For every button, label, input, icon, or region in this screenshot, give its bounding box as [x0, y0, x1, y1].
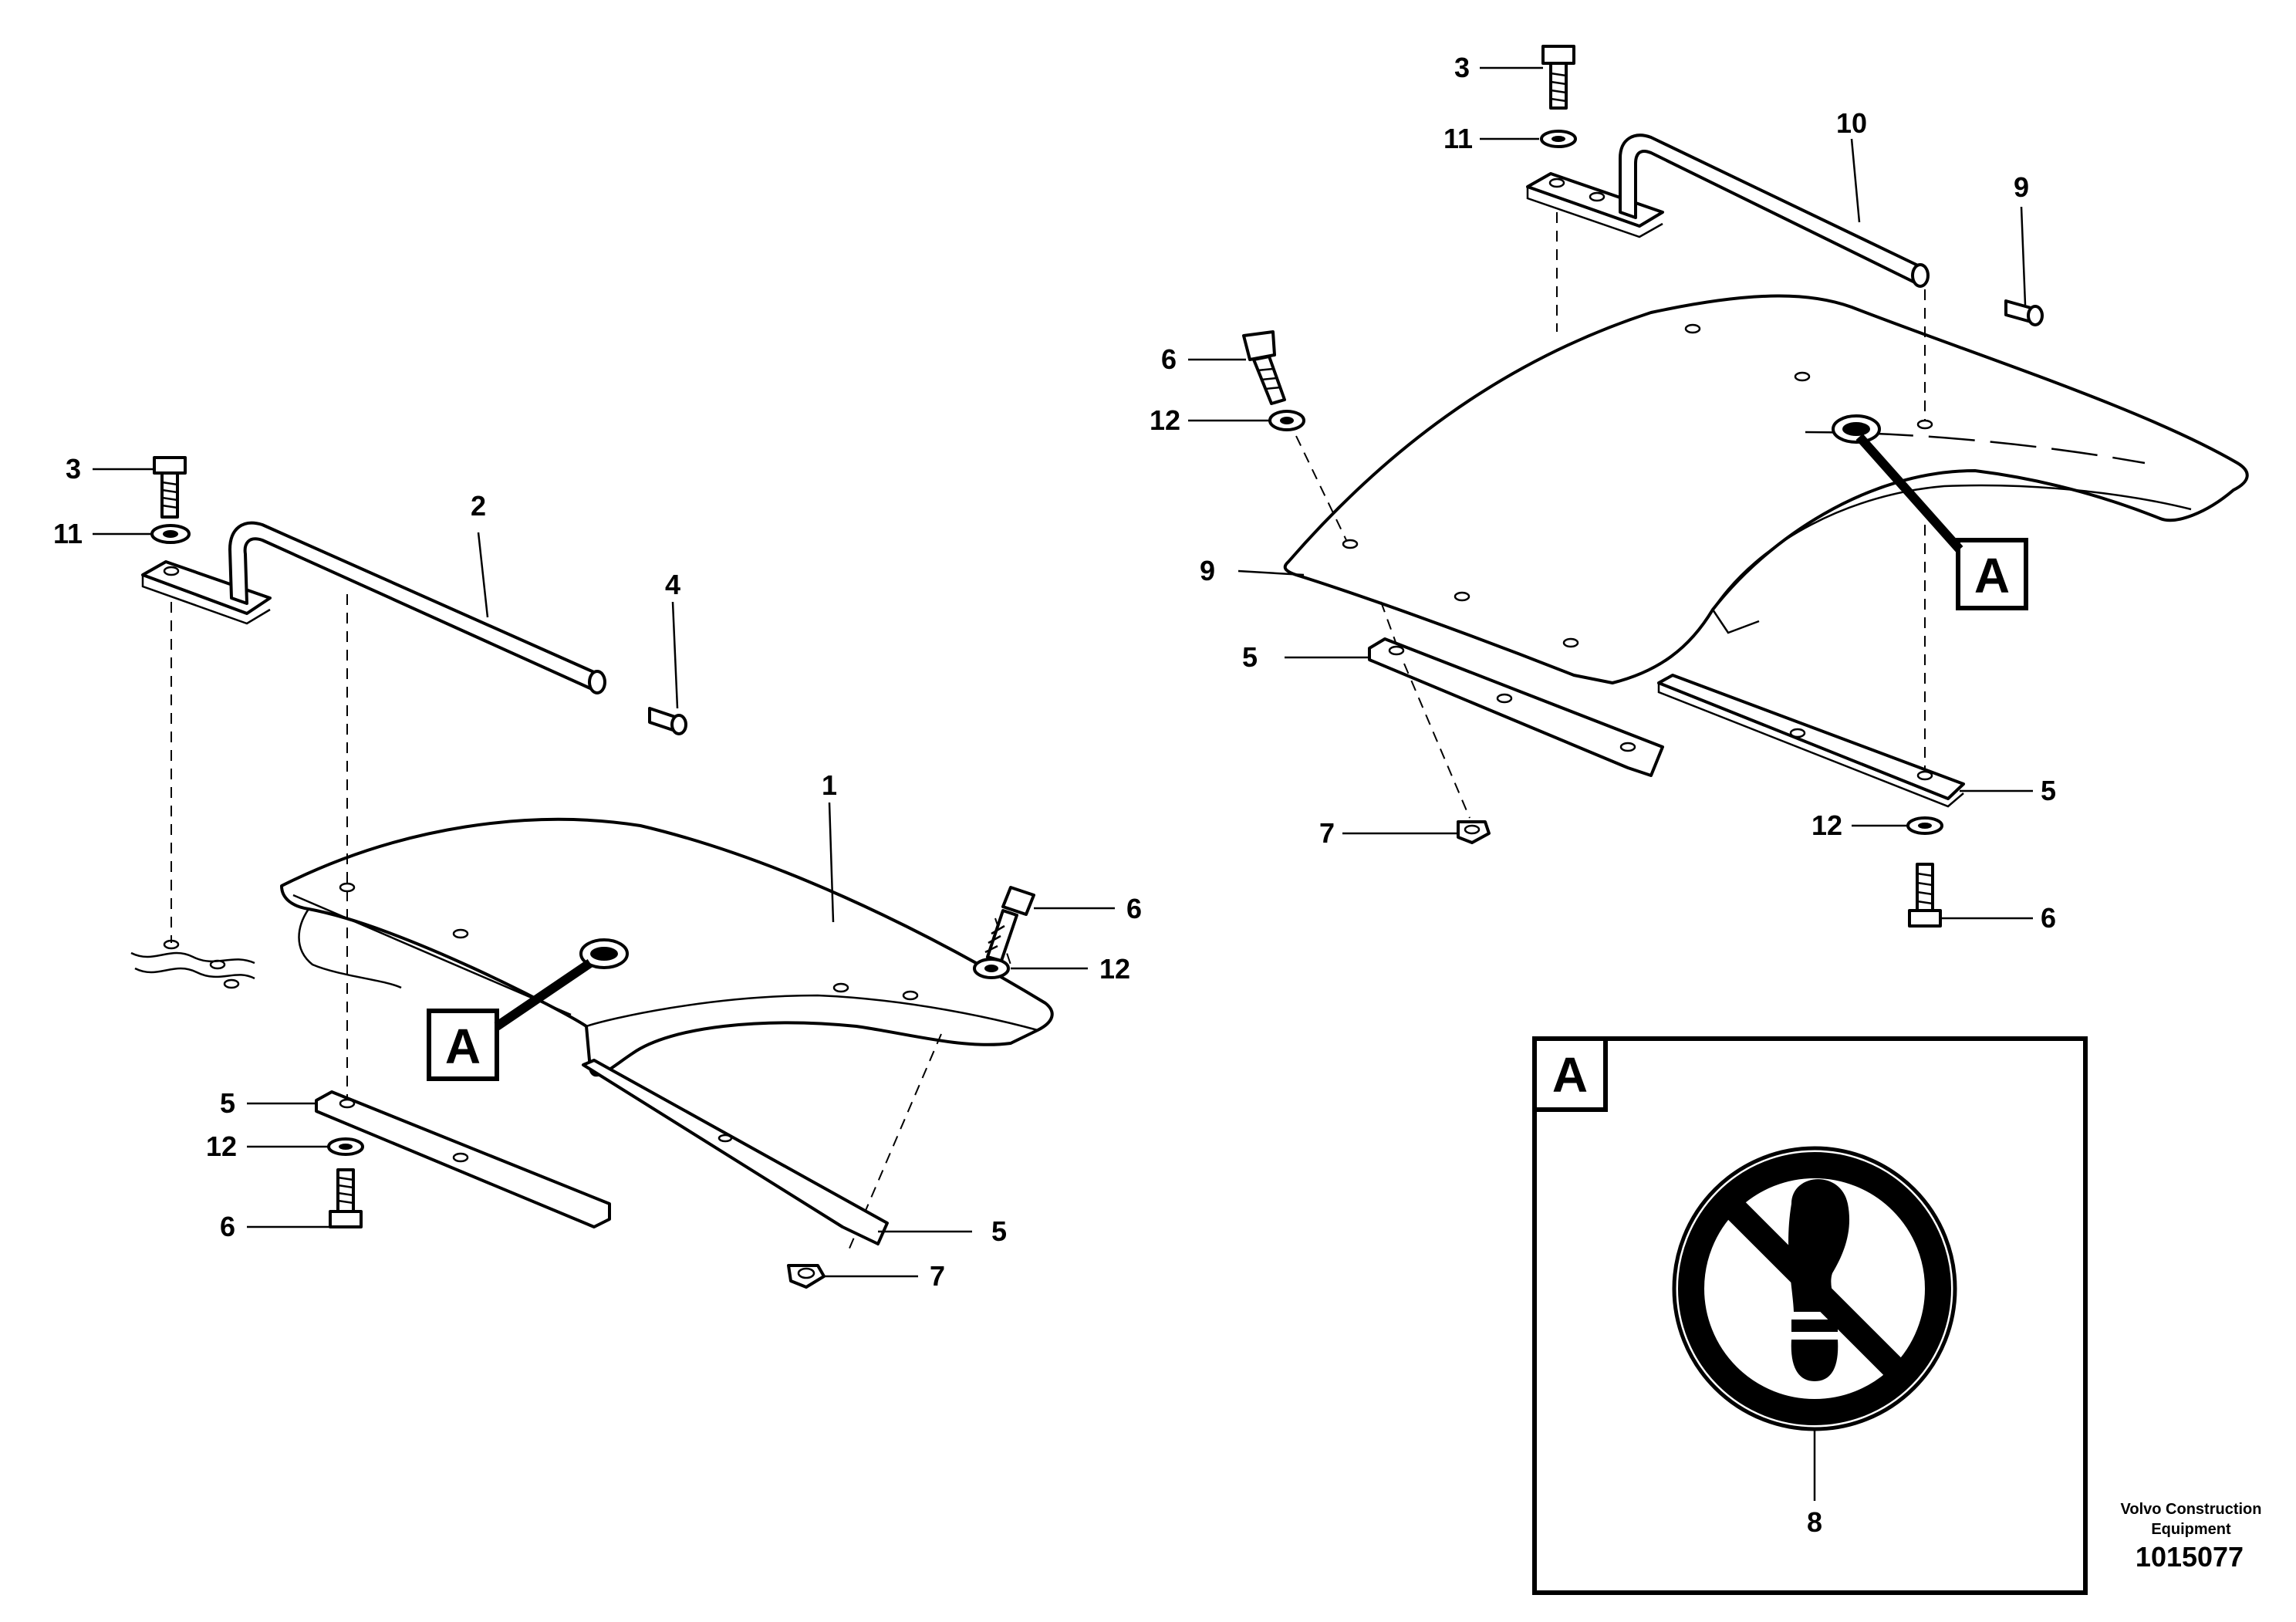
detail-a-tag	[1532, 1036, 1608, 1112]
no-step-sign-icon	[1672, 1146, 1957, 1431]
brand-line-2: Equipment	[2151, 1521, 2231, 1538]
label-6-right-b: 6	[2041, 902, 2056, 934]
label-5-right-b: 5	[2041, 775, 2056, 806]
label-5-left-a: 5	[220, 1087, 235, 1119]
label-11-left: 11	[53, 518, 83, 549]
callout-label-left: A	[445, 1019, 481, 1074]
label-1: 1	[822, 769, 837, 801]
callout-box-right	[1956, 538, 2028, 610]
label-7-right: 7	[1319, 817, 1335, 849]
left-rod	[228, 521, 600, 694]
label-12-left-a: 12	[1099, 953, 1130, 985]
drawing-number: 1015077	[2136, 1541, 2244, 1573]
right-fender	[1283, 294, 2249, 684]
label-11-right: 11	[1443, 123, 1473, 154]
label-3-left: 3	[66, 453, 81, 485]
left-fender-assembly: A	[93, 456, 1115, 1289]
callout-label-right: A	[1974, 548, 2010, 603]
label-6-left-b: 6	[220, 1211, 235, 1242]
label-12-left-b: 12	[206, 1130, 237, 1162]
label-4: 4	[665, 569, 680, 600]
label-9-left: 9	[1200, 555, 1215, 586]
brand-line-1: Volvo Construction	[2121, 1501, 2262, 1518]
label-3-right: 3	[1454, 52, 1470, 83]
callout-box-left	[427, 1009, 499, 1081]
label-5-right-a: 5	[1242, 641, 1258, 673]
right-fender-assembly: A	[1188, 45, 2249, 928]
label-8: 8	[1807, 1506, 1822, 1538]
label-6-left-a: 6	[1126, 893, 1142, 924]
label-9-top: 9	[2014, 171, 2029, 203]
label-10: 10	[1836, 107, 1867, 139]
label-2: 2	[471, 490, 486, 522]
left-fender	[280, 817, 1054, 1077]
detail-a-letter: A	[1552, 1047, 1588, 1103]
right-rod	[1619, 133, 1923, 287]
label-12-right-a: 12	[1150, 404, 1180, 436]
detail-a-frame: A	[1532, 1036, 2088, 1595]
label-7-left: 7	[930, 1260, 945, 1292]
label-12-right-b: 12	[1811, 809, 1842, 841]
label-5-left-b: 5	[991, 1215, 1007, 1247]
label-6-right-a: 6	[1161, 343, 1177, 375]
